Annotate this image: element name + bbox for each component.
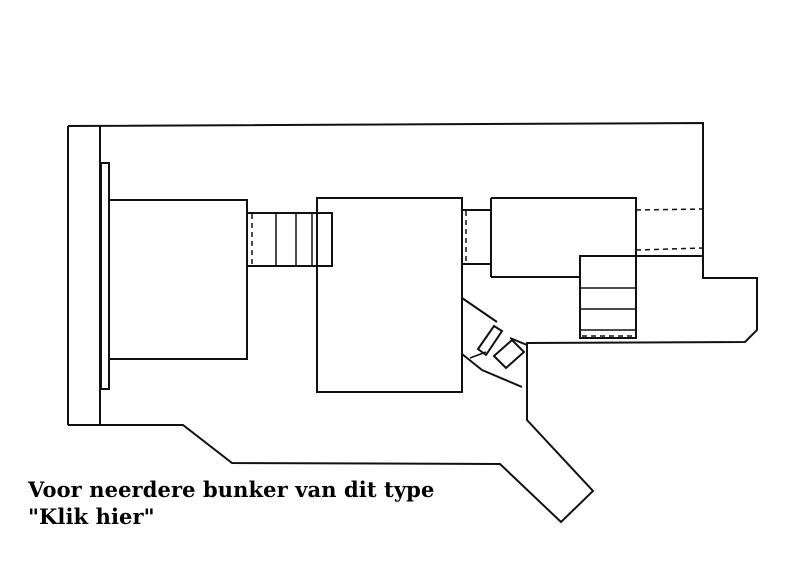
click-here-link[interactable]: "Klik hier": [28, 504, 155, 529]
middle-room-step: [317, 212, 333, 267]
right-dash-mid: [635, 247, 704, 251]
caption-text: Voor neerdere bunker van dit type: [28, 477, 435, 502]
right-room: [491, 197, 704, 278]
right-dash-top: [635, 208, 704, 211]
right-corridor: [462, 209, 491, 265]
left-room: [108, 199, 248, 360]
right-stairs: [579, 255, 637, 339]
bunker-caption: Voor neerdere bunker van dit type "Klik …: [28, 476, 434, 530]
middle-room: [316, 197, 463, 393]
left-stairs: [247, 212, 317, 267]
bunker-outer-wall: [67, 121, 758, 524]
embrasure-strip: [100, 162, 110, 390]
diagonal-entrance: [461, 297, 528, 388]
